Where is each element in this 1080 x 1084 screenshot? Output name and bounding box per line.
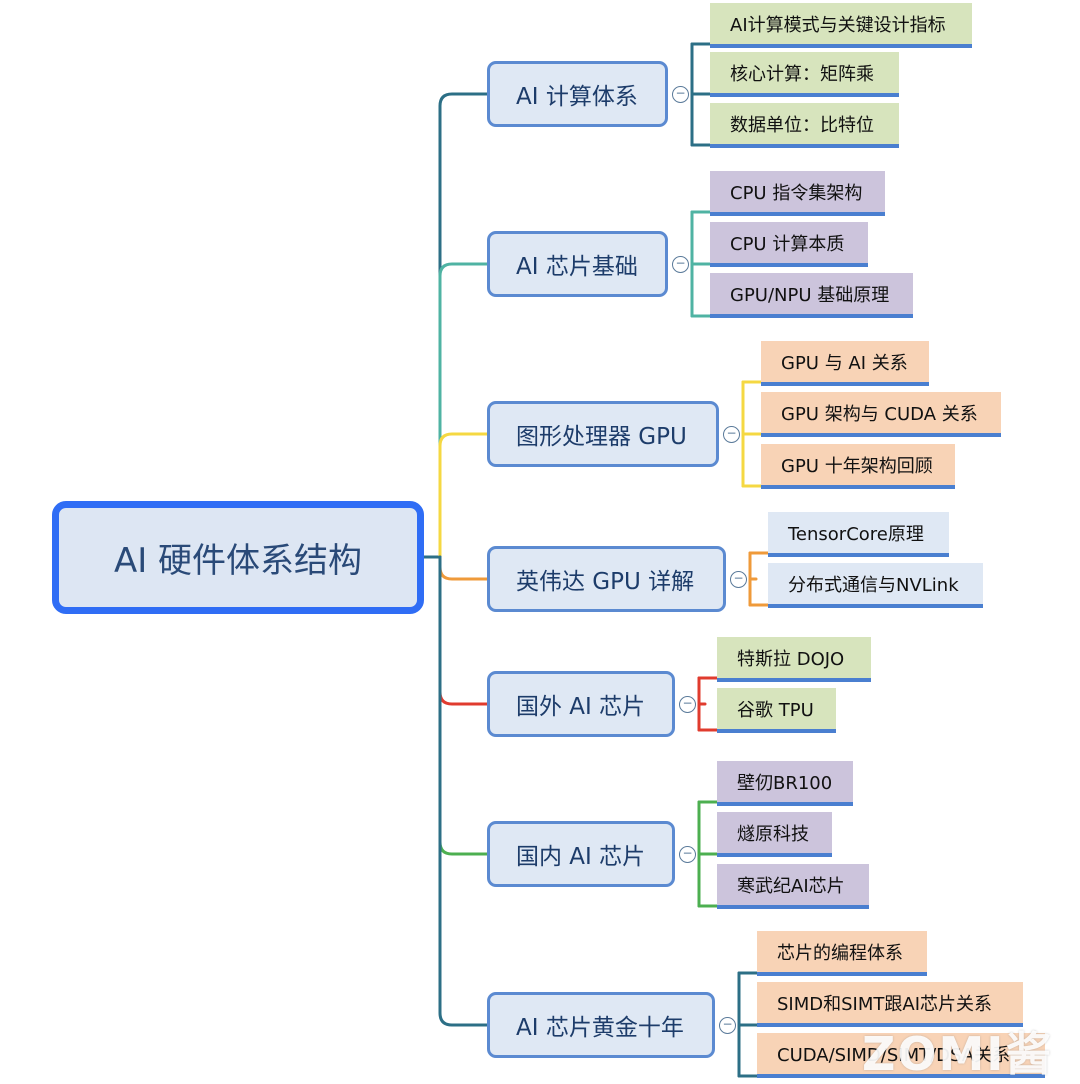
leaf-chip-programming[interactable]: 芯片的编程体系 (757, 931, 927, 976)
leaf-tesla-dojo[interactable]: 特斯拉 DOJO (717, 637, 871, 682)
leaf-cambricon[interactable]: 寒武纪AI芯片 (717, 864, 869, 909)
branch-domestic-ai-chips[interactable]: 国内 AI 芯片 (487, 821, 675, 887)
leaf-gpu-arch-cuda[interactable]: GPU 架构与 CUDA 关系 (761, 392, 1001, 437)
branch-connector-6 (438, 555, 489, 1027)
branch-connector-0 (438, 92, 489, 559)
branch-label: AI 芯片基础 (516, 254, 638, 280)
collapse-toggle-icon[interactable]: − (679, 846, 696, 863)
leaf-matrix-multiply[interactable]: 核心计算：矩阵乘 (710, 52, 899, 97)
branch-connector-3 (438, 555, 489, 581)
branch-ai-chip-basics[interactable]: AI 芯片基础 (487, 231, 668, 297)
watermark-logo: ZOMI酱 (862, 1027, 1054, 1081)
branch-label: 国内 AI 芯片 (516, 844, 646, 870)
branch-connector-2 (438, 432, 489, 559)
leaf-ai-compute-modes[interactable]: AI计算模式与关键设计指标 (710, 3, 972, 48)
branch-label: 国外 AI 芯片 (516, 694, 646, 720)
leaf-gpu-npu-basics[interactable]: GPU/NPU 基础原理 (710, 273, 913, 318)
branch-foreign-ai-chips[interactable]: 国外 AI 芯片 (487, 671, 675, 737)
collapse-toggle-icon[interactable]: − (672, 86, 689, 103)
leaf-biren-br100[interactable]: 壁仞BR100 (717, 761, 853, 806)
leaf-google-tpu[interactable]: 谷歌 TPU (717, 688, 836, 733)
branch-ai-chip-golden-decade[interactable]: AI 芯片黄金十年 (487, 992, 715, 1058)
collapse-toggle-icon[interactable]: − (730, 571, 747, 588)
branch-gpu[interactable]: 图形处理器 GPU (487, 401, 719, 467)
leaf-gpu-decade-review[interactable]: GPU 十年架构回顾 (761, 444, 955, 489)
collapse-toggle-icon[interactable]: − (719, 1017, 736, 1034)
branch-nvidia-gpu[interactable]: 英伟达 GPU 详解 (487, 546, 726, 612)
branch-label: AI 计算体系 (516, 84, 638, 110)
collapse-toggle-icon[interactable]: − (679, 696, 696, 713)
leaf-simd-simt[interactable]: SIMD和SIMT跟AI芯片关系 (757, 982, 1023, 1027)
leaf-cpu-compute-essence[interactable]: CPU 计算本质 (710, 222, 868, 267)
collapse-toggle-icon[interactable]: − (672, 256, 689, 273)
leaf-cuda-simd-simt-dsa[interactable]: CUDA/SIMD/SIMT/DSA关系 (757, 1033, 1045, 1078)
leaf-tensorcore[interactable]: TensorCore原理 (768, 512, 949, 557)
leaf-data-unit-bits[interactable]: 数据单位：比特位 (710, 103, 899, 148)
root-node[interactable]: AI 硬件体系结构 (52, 501, 424, 614)
leaf-gpu-and-ai[interactable]: GPU 与 AI 关系 (761, 341, 929, 386)
branch-ai-computing-system[interactable]: AI 计算体系 (487, 61, 668, 127)
leaf-enflame[interactable]: 燧原科技 (717, 812, 832, 857)
branch-label: 英伟达 GPU 详解 (516, 569, 695, 595)
branch-label: 图形处理器 GPU (516, 424, 687, 450)
leaf-nvlink[interactable]: 分布式通信与NVLink (768, 563, 983, 608)
leaf-cpu-isa[interactable]: CPU 指令集架构 (710, 171, 885, 216)
collapse-toggle-icon[interactable]: − (723, 426, 740, 443)
branch-label: AI 芯片黄金十年 (516, 1015, 684, 1041)
root-label: AI 硬件体系结构 (113, 541, 363, 581)
branch-connector-1 (438, 262, 489, 559)
